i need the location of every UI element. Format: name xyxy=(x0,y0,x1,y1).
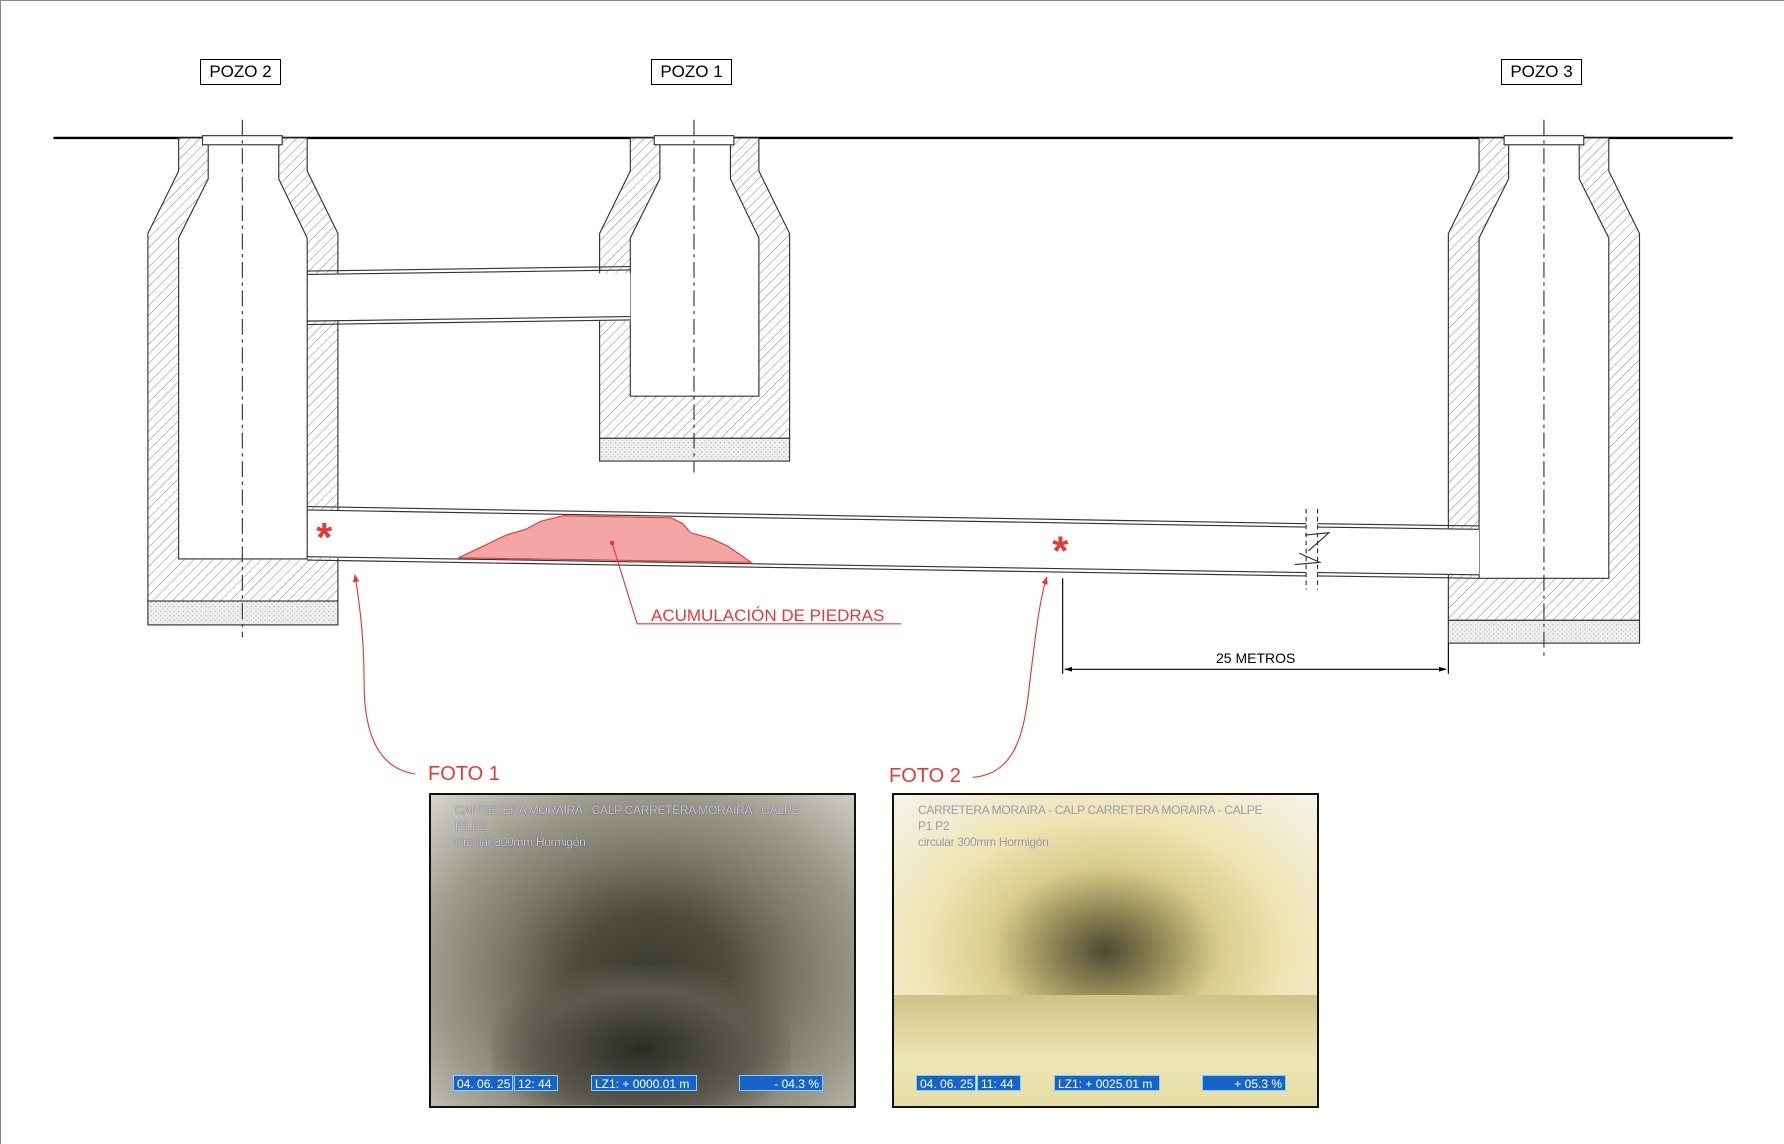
overlay-location: CARRETERA MORAIRA - CALP CARRETERA MORAI… xyxy=(455,803,800,817)
overlay-time: 12: 44 xyxy=(514,1075,558,1091)
overlay-section: P1 P2 xyxy=(918,819,950,833)
asterisk-marker-1: * xyxy=(316,514,332,560)
well-pozo-1 xyxy=(599,119,791,473)
pozo-2-label: POZO 2 xyxy=(200,59,281,85)
photo-1-cctv: CARRETERA MORAIRA - CALP CARRETERA MORAI… xyxy=(429,793,856,1108)
foto2-leader xyxy=(972,576,1048,778)
overlay-distance: LZ1: + 0000.01 m xyxy=(591,1075,697,1091)
overlay-slope: - 04.3 % xyxy=(739,1075,823,1091)
overlay-distance: LZ1: + 0025.01 m xyxy=(1054,1075,1160,1091)
stones-annotation: ACUMULACIÓN DE PIEDRAS xyxy=(651,606,885,625)
overlay-pipe: circular 300mm Hormigón xyxy=(918,835,1049,849)
overlay-section: P1 P2 xyxy=(455,819,487,833)
overlay-pipe: circular 300mm Hormigón xyxy=(455,835,586,849)
pozo-1-label: POZO 1 xyxy=(651,59,732,85)
photo-2-cctv: CARRETERA MORAIRA - CALP CARRETERA MORAI… xyxy=(892,793,1319,1108)
overlay-location: CARRETERA MORAIRA - CALP CARRETERA MORAI… xyxy=(918,803,1263,817)
overlay-slope: + 05.3 % xyxy=(1202,1075,1286,1091)
overlay-date: 04. 06. 25 xyxy=(453,1075,513,1091)
dimension-25m xyxy=(1062,578,1449,674)
stones-leader xyxy=(611,542,902,625)
overlay-date: 04. 06. 25 xyxy=(916,1075,976,1091)
asterisk-marker-2: * xyxy=(1052,528,1068,574)
pipe-pozo2-pozo1 xyxy=(307,265,631,326)
dimension-label: 25 METROS xyxy=(1216,650,1296,666)
foto-2-label: FOTO 2 xyxy=(889,765,961,787)
stones-accumulation xyxy=(458,515,753,563)
well-pozo-3 xyxy=(1447,119,1641,658)
overlay-time: 11: 44 xyxy=(977,1075,1021,1091)
pozo-3-label: POZO 3 xyxy=(1501,59,1582,85)
foto-1-label: FOTO 1 xyxy=(428,763,500,785)
foto1-leader xyxy=(352,574,416,775)
